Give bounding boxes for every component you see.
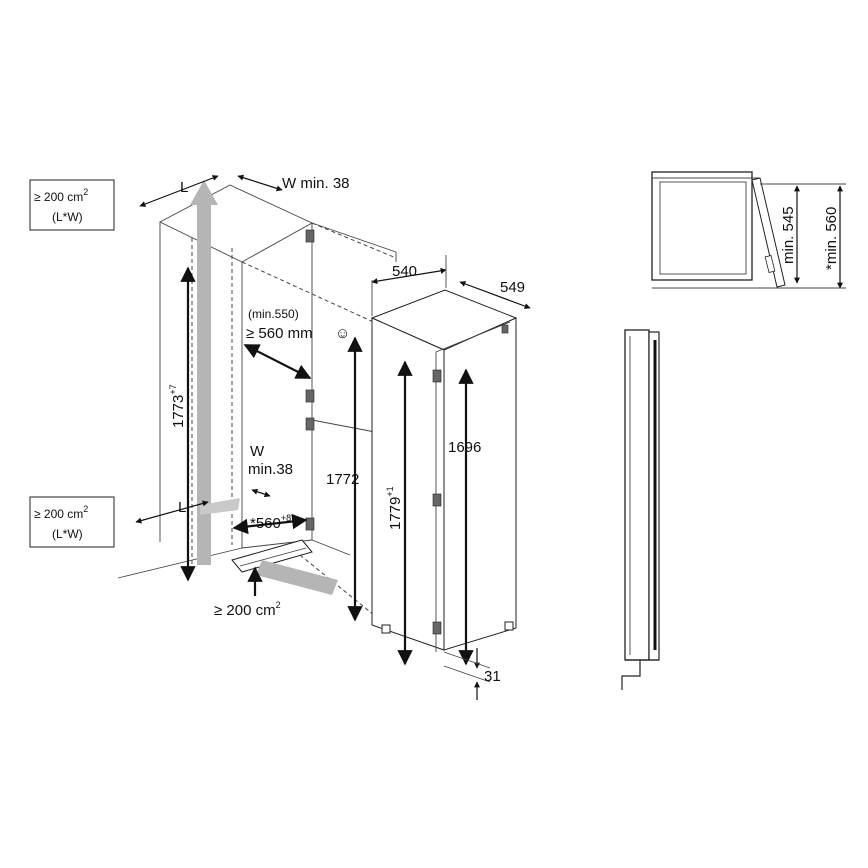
plinth-grille bbox=[231, 539, 313, 573]
niche-dimensions bbox=[135, 174, 363, 622]
niche-rear-dash-1 bbox=[241, 261, 381, 326]
appliance-top-edge bbox=[435, 321, 511, 353]
appliance-side bbox=[371, 317, 445, 651]
appliance-foot bbox=[381, 624, 391, 634]
floor-line-1 bbox=[117, 547, 243, 579]
dim-w-bottom bbox=[251, 488, 271, 498]
label-549: 549 bbox=[500, 279, 525, 296]
airflow-arrow-head-icon bbox=[190, 180, 218, 205]
ext-31-a bbox=[443, 651, 491, 669]
vent-bottom-line1: ≥ 200 cm2 bbox=[34, 504, 88, 521]
label-ge560: ≥ 560 mm bbox=[246, 325, 313, 342]
dim-w-top bbox=[237, 174, 283, 192]
label-w-min-top: W min. 38 bbox=[282, 175, 350, 192]
ext-31-b bbox=[443, 665, 491, 683]
vent-top-line1: ≥ 200 cm2 bbox=[34, 187, 88, 204]
label-540: 540 bbox=[392, 263, 417, 280]
label-min560: *min. 560 bbox=[823, 207, 840, 270]
hinge-icon bbox=[305, 517, 315, 531]
hinge-icon bbox=[432, 621, 442, 635]
appliance-foot bbox=[504, 621, 514, 631]
airflow bbox=[190, 180, 338, 595]
hinge-icon bbox=[432, 369, 442, 383]
section-panel-outer bbox=[624, 329, 650, 661]
hinge-icon bbox=[305, 389, 315, 403]
smiley-icon: ☺ bbox=[335, 325, 350, 342]
appliance bbox=[370, 289, 518, 652]
label-1696: 1696 bbox=[448, 439, 481, 456]
airflow-floor-arrow bbox=[256, 560, 338, 595]
airflow-vertical-arrow bbox=[197, 205, 211, 565]
dim-540 bbox=[371, 267, 447, 285]
plan-handle bbox=[764, 255, 776, 273]
label-min545: min. 545 bbox=[780, 206, 797, 264]
plan-view-top bbox=[651, 171, 846, 289]
dim-L-bottom bbox=[135, 500, 209, 524]
label-1772: 1772 bbox=[326, 471, 359, 488]
floor-line-3 bbox=[311, 539, 351, 556]
labels: ≥ 200 cm2 (L*W) ≥ 200 cm2 (L*W) ≥ 200 cm… bbox=[29, 175, 840, 685]
plan-cabinet bbox=[651, 171, 753, 281]
label-min550: (min.550) bbox=[248, 307, 299, 321]
hinge-icon bbox=[305, 417, 315, 431]
hinge-icon bbox=[501, 324, 509, 334]
dim-560-depth bbox=[243, 344, 312, 379]
side-section-view bbox=[621, 329, 660, 690]
niche-rear-dash-2 bbox=[311, 222, 397, 259]
niche-door-top bbox=[311, 222, 397, 253]
vent-box-top bbox=[29, 179, 115, 231]
vent-box-bottom bbox=[29, 496, 115, 548]
label-560-depth: *560+8 bbox=[250, 513, 291, 532]
label-1773: 1773+7 bbox=[168, 384, 187, 428]
airflow-bottom-arrow bbox=[200, 498, 240, 515]
niche-top-face bbox=[159, 184, 313, 263]
plan-cabinet-inner bbox=[659, 181, 747, 275]
label-L-top: L bbox=[180, 179, 188, 196]
vent-bottom-line2: (L*W) bbox=[52, 527, 83, 541]
section-plinth bbox=[621, 659, 641, 690]
dim-560-bottom bbox=[232, 513, 308, 535]
vent-top-line2: (L*W) bbox=[52, 210, 83, 224]
label-31: 31 bbox=[484, 668, 501, 685]
dim-L-top bbox=[139, 175, 219, 207]
label-1779: 1779+1 bbox=[385, 486, 404, 530]
label-L-bottom: L bbox=[178, 499, 186, 516]
niche-rear-dash-3 bbox=[311, 419, 376, 433]
appliance-front bbox=[443, 317, 517, 651]
vent-floor-label: ≥ 200 cm2 bbox=[214, 600, 281, 619]
label-w-bottom-1: W bbox=[250, 443, 265, 460]
hinge-icon bbox=[432, 493, 442, 507]
appliance-dimensions bbox=[371, 255, 531, 700]
floor-dash bbox=[299, 554, 391, 629]
label-w-bottom-2: min.38 bbox=[248, 461, 293, 478]
dim-549 bbox=[459, 281, 531, 309]
hinge-icon bbox=[305, 229, 315, 243]
plinth-grille-line bbox=[239, 547, 307, 567]
plan-door bbox=[751, 177, 786, 288]
